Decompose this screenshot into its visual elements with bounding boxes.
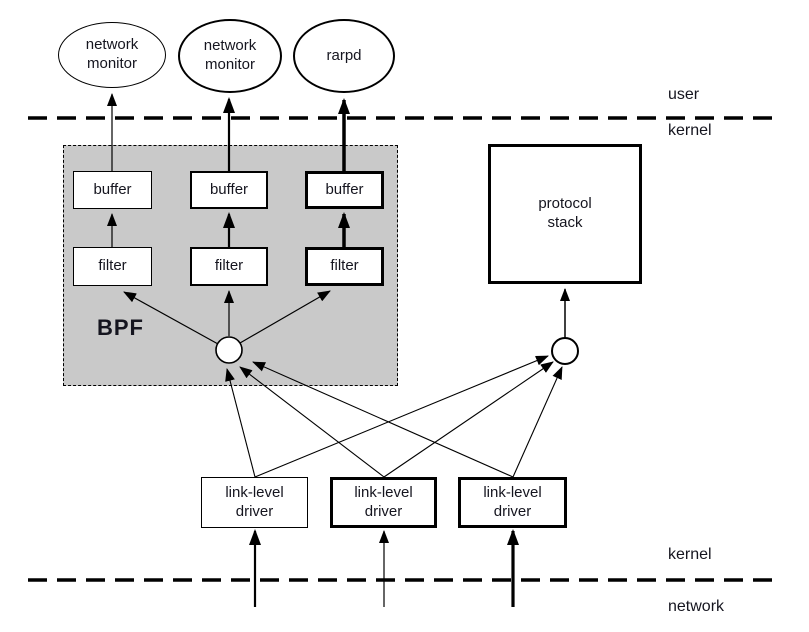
- filter-box-2: filter: [190, 247, 268, 286]
- label-network: network: [668, 598, 725, 615]
- link-level-driver-1: link-level driver: [201, 477, 308, 528]
- label-kernel-lower: kernel: [668, 546, 712, 563]
- filter-to-buffer-arrows: [107, 212, 350, 247]
- driver-to-protocol-tap-arrows: [254, 355, 563, 478]
- buffer-box-1: buffer: [73, 171, 152, 209]
- buffer-to-process-arrows: [107, 93, 350, 171]
- bpf-tap-circle: [215, 336, 243, 364]
- buffer-box-2: buffer: [190, 171, 268, 209]
- bpf-label: BPF: [97, 315, 144, 340]
- process-network-monitor-1: network monitor: [58, 22, 166, 88]
- buffer-box-3: buffer: [305, 171, 384, 209]
- label-kernel-upper: kernel: [668, 122, 712, 139]
- process-network-monitor-2: network monitor: [178, 19, 282, 93]
- protocol-tap-circle: [551, 337, 579, 365]
- label-user: user: [668, 86, 700, 103]
- link-level-driver-2: link-level driver: [330, 477, 437, 528]
- network-to-driver-arrows: [249, 529, 519, 607]
- link-level-driver-3: link-level driver: [458, 477, 567, 528]
- driver-to-bpf-arrows: [225, 361, 514, 478]
- protocol-stack-box: protocol stack: [488, 144, 642, 284]
- filter-box-3: filter: [305, 247, 384, 286]
- filter-box-1: filter: [73, 247, 152, 286]
- process-rarpd: rarpd: [293, 19, 395, 93]
- bpf-tap-to-filter-arrows: [123, 290, 331, 345]
